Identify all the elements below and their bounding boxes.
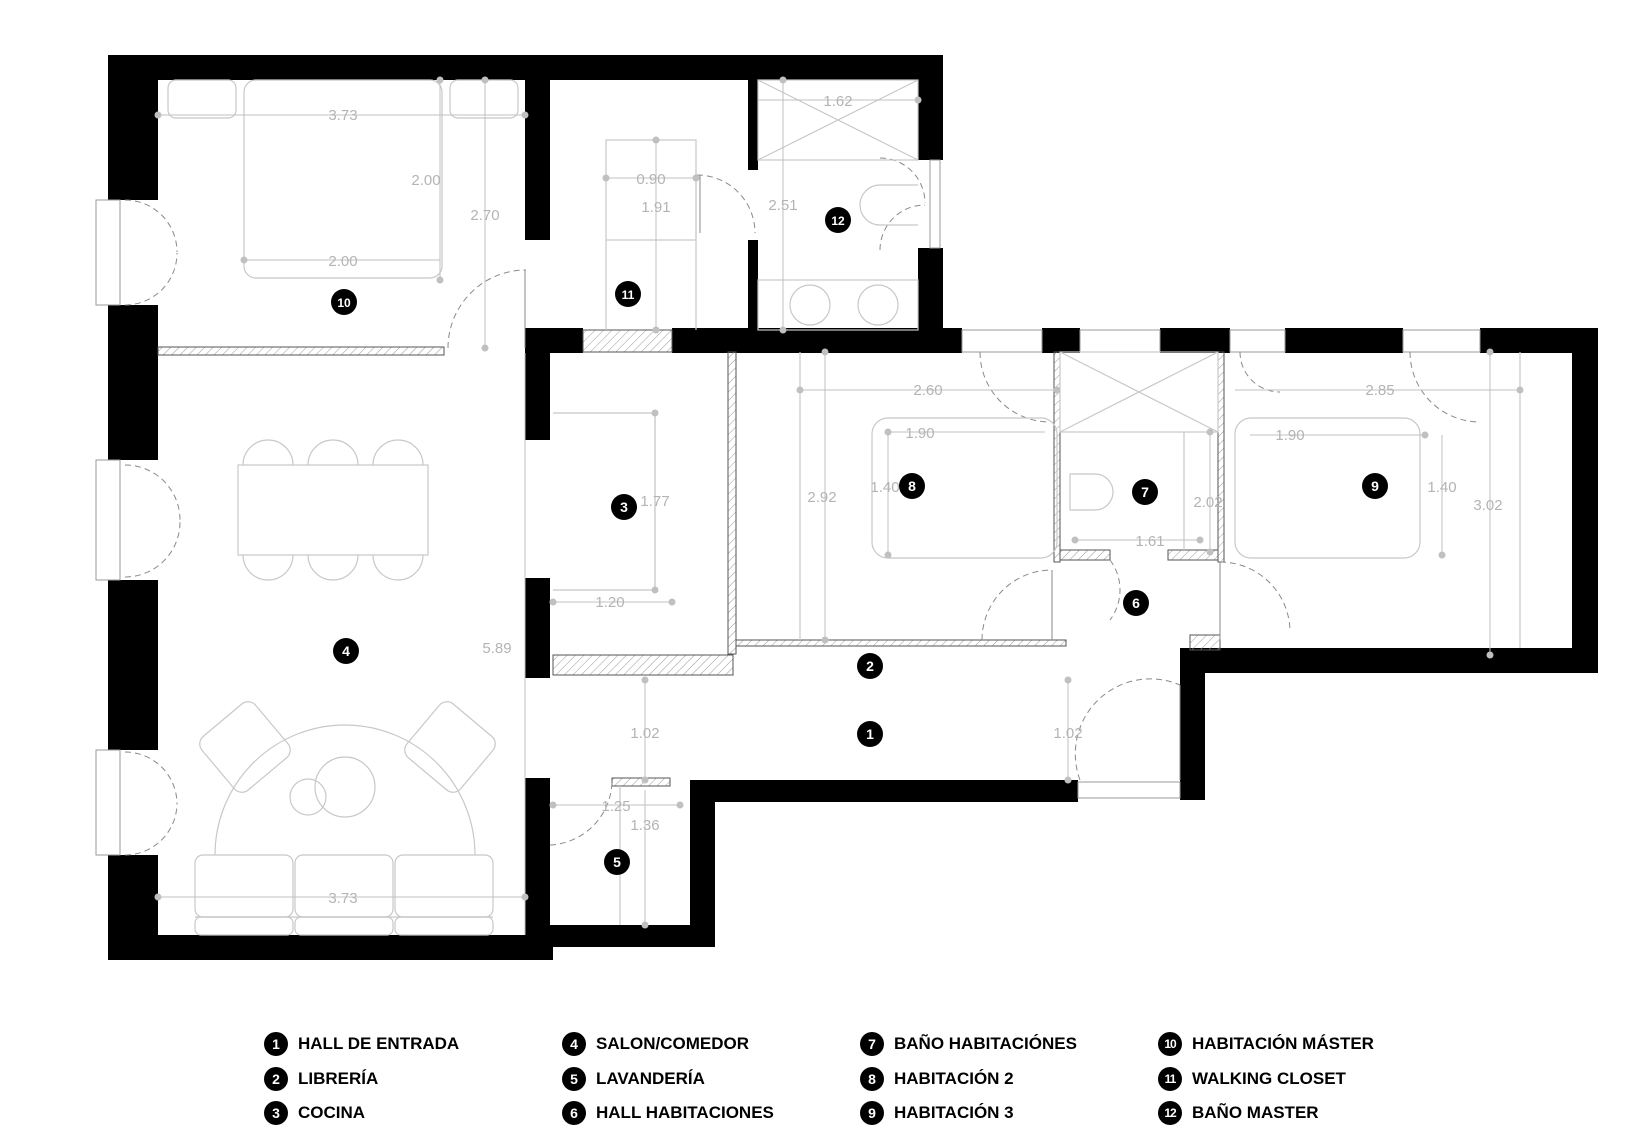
door-leaves (524, 175, 1221, 780)
room-badge-9: 9 (1362, 473, 1388, 499)
svg-text:3: 3 (620, 499, 628, 515)
dimension-label: 1.91 (641, 199, 670, 216)
dimension-label: 1.61 (1135, 533, 1164, 550)
svg-text:8: 8 (908, 478, 916, 494)
dimension-label: 1.40 (1427, 479, 1456, 496)
dimension-label: 1.20 (595, 594, 624, 611)
dimension-label: 2.70 (470, 207, 499, 224)
furniture (167, 79, 1521, 936)
dimension-label: 0.90 (636, 171, 665, 188)
dimension-label: 2.02 (1193, 494, 1222, 511)
room-badge-6: 6 (1123, 590, 1149, 616)
room-badge-11: 11 (615, 281, 641, 307)
dimension-label: 2.85 (1365, 382, 1394, 399)
dimension-label: 1.40 (870, 479, 899, 496)
partitions (157, 329, 1225, 787)
room-badge-4: 4 (333, 638, 359, 664)
dimension-label: 3.73 (328, 890, 357, 907)
dimension-label: 1.36 (630, 817, 659, 834)
dimension-labels: 3.73 2.00 2.00 2.70 0.90 1.91 1.62 2.51 … (328, 93, 1502, 907)
svg-text:4: 4 (342, 643, 350, 659)
svg-text:1: 1 (866, 726, 874, 742)
dimension-label: 2.00 (411, 172, 440, 189)
dimension-label: 1.90 (905, 425, 934, 442)
svg-text:6: 6 (1132, 595, 1140, 611)
svg-text:7: 7 (1141, 484, 1149, 500)
dimension-label: 1.02 (630, 725, 659, 742)
room-badge-12: 12 (825, 207, 851, 233)
dimension-lines (154, 76, 1524, 935)
dimension-label: 3.02 (1473, 497, 1502, 514)
windows (95, 159, 1481, 856)
room-badge-2: 2 (857, 653, 883, 679)
room-badge-8: 8 (899, 473, 925, 499)
svg-text:12: 12 (831, 214, 845, 228)
dimension-label: 3.73 (328, 107, 357, 124)
dimension-label: 5.89 (482, 640, 511, 657)
room-badge-3: 3 (611, 494, 637, 520)
room-badges: 1 2 3 4 5 6 7 8 9 10 11 12 (331, 207, 1388, 875)
room-badge-10: 10 (331, 289, 357, 315)
svg-text:10: 10 (337, 296, 351, 310)
dimension-label: 2.00 (328, 253, 357, 270)
svg-text:2: 2 (866, 658, 874, 674)
dimension-label: 2.60 (913, 382, 942, 399)
dimension-label: 1.25 (601, 798, 630, 815)
dimension-label: 2.51 (768, 197, 797, 214)
walls (108, 55, 1598, 960)
svg-text:5: 5 (613, 854, 621, 870)
room-badge-1: 1 (857, 721, 883, 747)
dimension-label: 1.02 (1053, 725, 1082, 742)
dimension-label: 1.77 (640, 493, 669, 510)
svg-text:9: 9 (1371, 478, 1379, 494)
dimension-label: 2.92 (807, 489, 836, 506)
svg-text:11: 11 (622, 288, 635, 302)
dimension-label: 1.62 (823, 93, 852, 110)
room-badge-7: 7 (1132, 479, 1158, 505)
room-badge-5: 5 (604, 849, 630, 875)
doors (124, 157, 1481, 856)
dimension-label: 1.90 (1275, 427, 1304, 444)
